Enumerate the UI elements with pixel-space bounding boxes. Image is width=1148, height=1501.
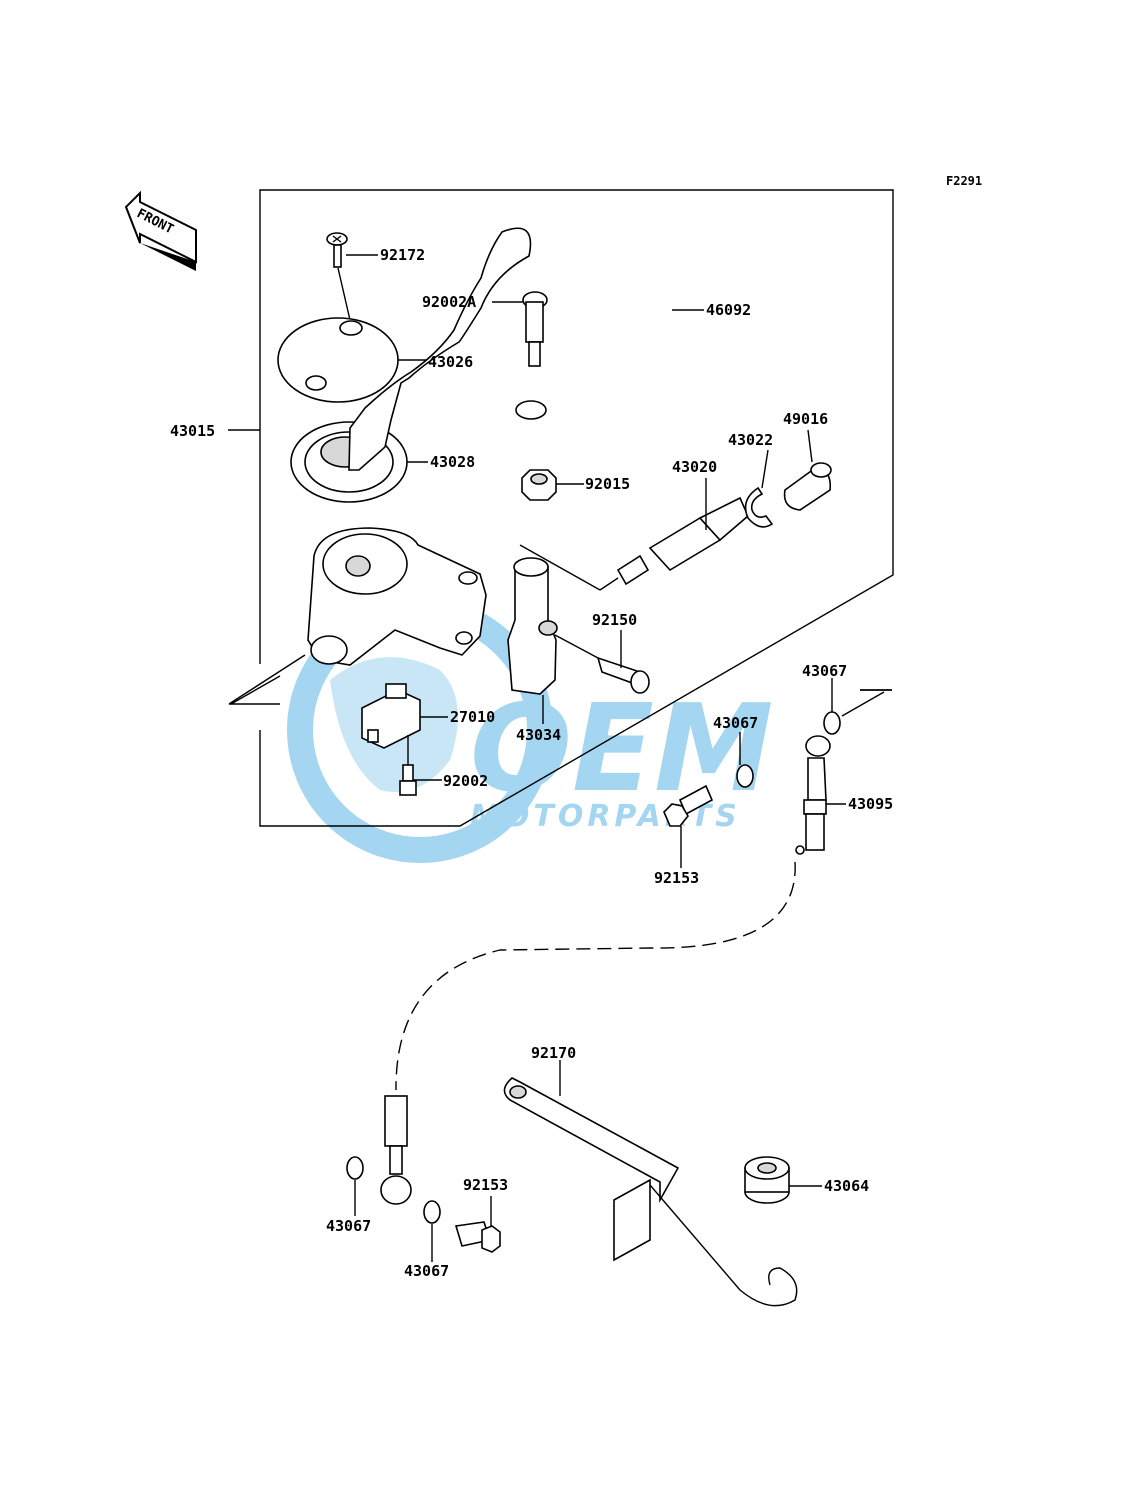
banjo-bolt-92153b-icon (454, 1221, 501, 1253)
leader-lines (228, 254, 892, 1262)
brake-hose-43095-icon (795, 735, 831, 855)
screw-92002-icon (399, 735, 417, 796)
label-92153-a: 92153 (654, 869, 699, 887)
label-43026: 43026 (428, 353, 473, 371)
label-43020: 43020 (672, 458, 717, 476)
label-92002A: 92002A (422, 293, 476, 311)
washer-43067c-icon (346, 1156, 364, 1180)
part-labels: 43015 92172 43026 43028 92002A 46092 920… (170, 246, 893, 1280)
label-92170: 92170 (531, 1044, 576, 1062)
piston-kit-43020-icon (519, 496, 749, 591)
label-43067-b: 43067 (713, 714, 758, 732)
washer-43067a-icon (823, 711, 841, 735)
label-43095: 43095 (848, 795, 893, 813)
washer-43067d-icon (423, 1200, 441, 1224)
assembly-outline (228, 189, 894, 827)
label-43067-a: 43067 (802, 662, 847, 680)
oem-watermark: OEM MOTORPARTS (287, 597, 773, 863)
label-49016: 49016 (783, 410, 828, 428)
brake-lever-46092-icon (348, 227, 547, 471)
clamp-holder-43034-icon (507, 557, 558, 695)
label-92153-b: 92153 (463, 1176, 508, 1194)
hose-route-line (395, 861, 796, 1091)
bolt-92150-icon (554, 634, 650, 694)
lower-banjo-icon (380, 1095, 412, 1205)
screw-92172-icon (326, 232, 351, 321)
label-43067-d: 43067 (404, 1262, 449, 1280)
banjo-bolt-92153a-icon (663, 784, 714, 827)
circlip-43022-icon (744, 486, 774, 528)
grommet-43064-icon (744, 1156, 790, 1204)
watermark-brand: OEM (470, 680, 773, 819)
washer-43067b-icon (736, 764, 754, 788)
figure-code: F2291 (946, 174, 982, 188)
label-92015: 92015 (585, 475, 630, 493)
reservoir-cap-43026-icon (277, 317, 399, 403)
label-92172: 92172 (380, 246, 425, 264)
label-43028: 43028 (430, 453, 475, 471)
master-cylinder-body-icon (228, 527, 487, 705)
label-43015: 43015 (170, 422, 215, 440)
label-92150: 92150 (592, 611, 637, 629)
label-43064: 43064 (824, 1177, 869, 1195)
front-arrow-icon: FRONT (124, 190, 197, 271)
hose-bracket-92170-icon (503, 1077, 798, 1307)
label-92002: 92002 (443, 772, 488, 790)
dust-boot-49016-icon (783, 462, 832, 511)
label-43034: 43034 (516, 726, 561, 744)
label-27010: 27010 (450, 708, 495, 726)
nut-92015-icon (521, 469, 557, 501)
brake-switch-27010-icon (361, 683, 421, 749)
label-43067-c: 43067 (326, 1217, 371, 1235)
label-46092: 46092 (706, 301, 751, 319)
label-43022: 43022 (728, 431, 773, 449)
pivot-bolt-92002A-icon (522, 291, 548, 367)
